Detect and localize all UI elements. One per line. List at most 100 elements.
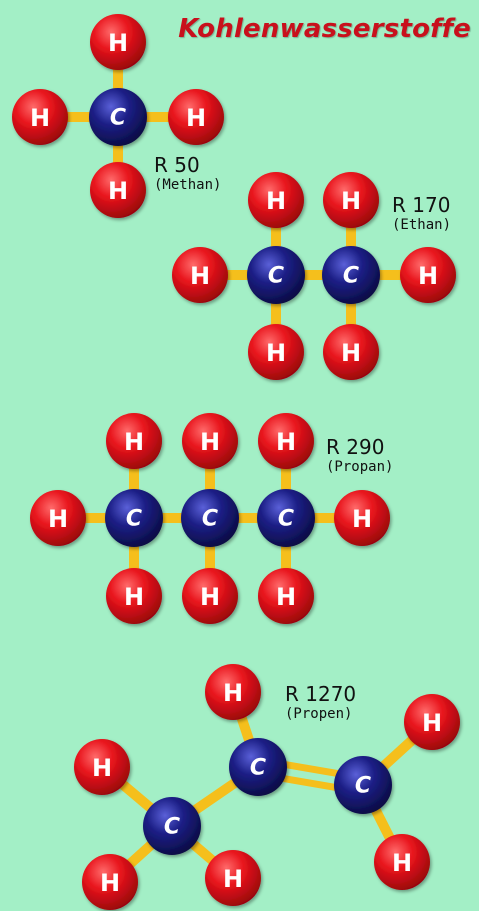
hydrogen-symbol: H xyxy=(48,505,68,533)
hydrogen-sphere xyxy=(106,568,162,624)
r290-hydrogen-atom-6: H xyxy=(30,490,86,546)
r290-hydrogen-atom-10: H xyxy=(258,568,314,624)
hydrogen-symbol: H xyxy=(266,339,286,367)
label-r290-name: (Propan) xyxy=(326,459,394,475)
hydrogen-sphere xyxy=(30,490,86,546)
carbon-symbol: C xyxy=(278,507,294,532)
hydrogen-symbol: H xyxy=(276,428,296,456)
r290-carbon-atom-0: C xyxy=(105,489,163,547)
r290-hydrogen-atom-4: H xyxy=(182,413,238,469)
label-r1270-name: (Propen) xyxy=(285,706,353,722)
r170-hydrogen-atom-5: H xyxy=(400,247,456,303)
label-r1270-code: R 1270 xyxy=(285,682,357,706)
carbon-sphere xyxy=(322,246,380,304)
r50-hydrogen-atom-1: H xyxy=(90,14,146,70)
r170-carbon-atom-1: C xyxy=(322,246,380,304)
hydrogen-sphere xyxy=(248,324,304,380)
carbon-sphere xyxy=(143,797,201,855)
page-title: Kohlenwasserstoffe xyxy=(178,14,471,44)
hydrogen-sphere xyxy=(400,247,456,303)
r1270-hydrogen-atom-7: H xyxy=(404,694,460,750)
hydrogen-symbol: H xyxy=(422,709,442,737)
carbon-sphere xyxy=(229,738,287,796)
carbon-sphere xyxy=(334,756,392,814)
hydrogen-symbol: H xyxy=(100,869,120,897)
hydrogen-symbol: H xyxy=(200,583,220,611)
carbon-symbol: C xyxy=(268,264,284,289)
hydrogen-symbol: H xyxy=(341,339,361,367)
r290-hydrogen-atom-7: H xyxy=(334,490,390,546)
r170-hydrogen-atom-3: H xyxy=(323,172,379,228)
r50-hydrogen-atom-3: H xyxy=(168,89,224,145)
label-r290-code: R 290 xyxy=(326,435,385,459)
label-r1270: R 1270 (Propen) xyxy=(285,683,356,723)
hydrogen-sphere xyxy=(205,664,261,720)
hydrogen-sphere xyxy=(323,324,379,380)
hydrogen-sphere xyxy=(182,568,238,624)
hydrogen-sphere xyxy=(323,172,379,228)
carbon-symbol: C xyxy=(343,264,359,289)
r1270-hydrogen-atom-8: H xyxy=(374,834,430,890)
hydrogen-symbol: H xyxy=(418,262,438,290)
carbon-symbol: C xyxy=(126,507,142,532)
hydrogen-symbol: H xyxy=(223,865,243,893)
r290-hydrogen-atom-5: H xyxy=(258,413,314,469)
carbon-symbol: C xyxy=(164,815,180,840)
r1270-carbon-atom-1: C xyxy=(229,738,287,796)
hydrogen-sphere xyxy=(404,694,460,750)
carbon-sphere xyxy=(181,489,239,547)
carbon-symbol: C xyxy=(250,756,266,781)
r170-hydrogen-atom-2: H xyxy=(248,172,304,228)
r50-carbon-atom-0: C xyxy=(89,88,147,146)
carbon-symbol: C xyxy=(355,774,371,799)
hydrogen-symbol: H xyxy=(30,104,50,132)
hydrogen-sphere xyxy=(258,568,314,624)
carbon-sphere xyxy=(257,489,315,547)
label-r170: R 170 (Ethan) xyxy=(392,194,451,234)
hydrogen-symbol: H xyxy=(124,428,144,456)
r170-hydrogen-atom-7: H xyxy=(323,324,379,380)
r170-hydrogen-atom-6: H xyxy=(248,324,304,380)
label-r50-code: R 50 xyxy=(154,153,200,177)
hydrogen-symbol: H xyxy=(124,583,144,611)
hydrogen-symbol: H xyxy=(352,505,372,533)
hydrogen-symbol: H xyxy=(108,29,128,57)
label-r50-name: (Methan) xyxy=(154,177,222,193)
hydrogen-sphere xyxy=(12,89,68,145)
hydrogen-sphere xyxy=(90,14,146,70)
hydrogen-symbol: H xyxy=(392,849,412,877)
hydrogen-sphere xyxy=(82,854,138,910)
hydrogen-sphere xyxy=(74,739,130,795)
label-r170-name: (Ethan) xyxy=(392,217,452,233)
hydrogen-sphere xyxy=(248,172,304,228)
r1270-hydrogen-atom-4: H xyxy=(82,854,138,910)
r50-hydrogen-atom-2: H xyxy=(12,89,68,145)
r1270-carbon-atom-0: C xyxy=(143,797,201,855)
hydrogen-symbol: H xyxy=(223,679,243,707)
hydrogen-sphere xyxy=(90,162,146,218)
r1270-hydrogen-atom-6: H xyxy=(205,664,261,720)
r170-hydrogen-atom-4: H xyxy=(172,247,228,303)
label-r170-code: R 170 xyxy=(392,193,451,217)
hydrogen-symbol: H xyxy=(200,428,220,456)
r1270-carbon-atom-2: C xyxy=(334,756,392,814)
r50-hydrogen-atom-4: H xyxy=(90,162,146,218)
r170-carbon-atom-0: C xyxy=(247,246,305,304)
r1270-hydrogen-atom-3: H xyxy=(74,739,130,795)
label-r290: R 290 (Propan) xyxy=(326,436,393,476)
hydrogen-sphere xyxy=(168,89,224,145)
hydrogen-symbol: H xyxy=(108,177,128,205)
r290-hydrogen-atom-9: H xyxy=(182,568,238,624)
carbon-symbol: C xyxy=(202,507,218,532)
r1270-hydrogen-atom-5: H xyxy=(205,850,261,906)
hydrogen-sphere xyxy=(106,413,162,469)
r290-hydrogen-atom-8: H xyxy=(106,568,162,624)
hydrogen-sphere xyxy=(205,850,261,906)
label-r50: R 50 (Methan) xyxy=(154,154,221,194)
hydrogen-sphere xyxy=(172,247,228,303)
hydrogen-symbol: H xyxy=(92,754,112,782)
hydrogen-symbol: H xyxy=(341,187,361,215)
